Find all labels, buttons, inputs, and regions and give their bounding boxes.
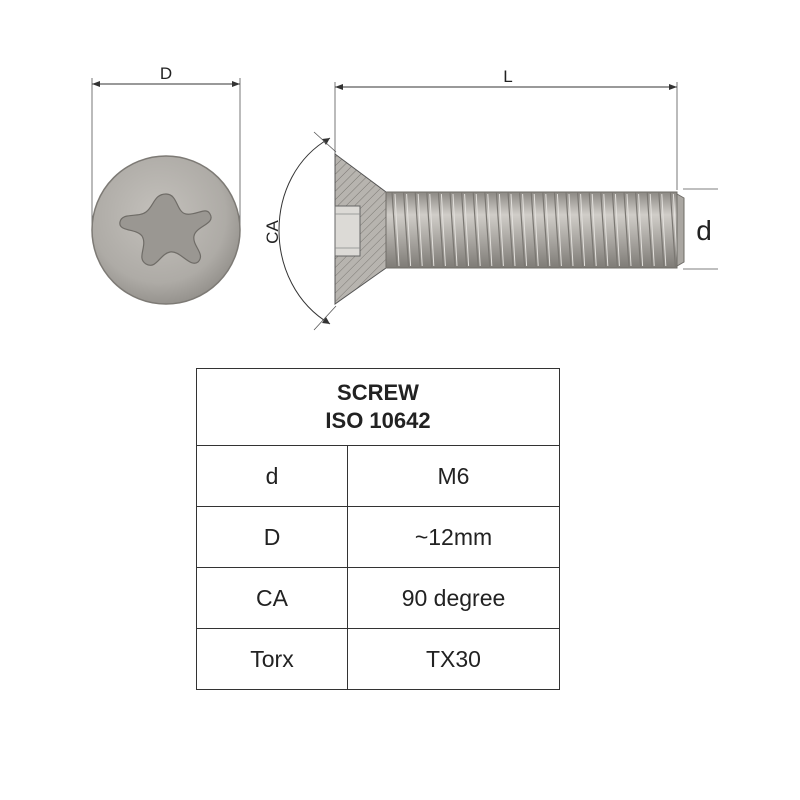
thread-highlight — [638, 193, 644, 267]
thread-highlight — [661, 193, 667, 267]
thread-crest — [449, 191, 456, 269]
thread-highlight — [394, 193, 400, 267]
table-row: Torx TX30 — [196, 628, 560, 690]
thread-highlight — [568, 193, 574, 267]
thread-crest — [565, 191, 572, 269]
screw-spec-table: SCREW ISO 10642 d M6 D ~12mm CA 90 degre… — [196, 368, 560, 690]
head-diameter-label: D — [160, 64, 172, 83]
thread-crest — [519, 191, 526, 269]
screw-technical-drawing: D L d CA — [91, 64, 718, 331]
row-value: TX30 — [347, 628, 560, 690]
thread-highlight — [440, 193, 446, 267]
thread-crest — [658, 191, 665, 269]
thread-highlight — [556, 193, 562, 267]
table-row: D ~12mm — [196, 506, 560, 568]
thread-crest — [472, 191, 479, 269]
thread-diameter-label: d — [696, 215, 712, 246]
thread-crest — [600, 191, 607, 269]
thread-crest — [426, 191, 433, 269]
thread-highlight — [614, 193, 620, 267]
thread-crest — [669, 191, 676, 269]
thread-crest — [437, 191, 444, 269]
thread-highlight — [417, 193, 423, 267]
thread-highlight — [626, 193, 632, 267]
row-value: M6 — [347, 445, 560, 507]
thread-crest — [635, 191, 642, 269]
thread-crest — [646, 191, 653, 269]
thread-crest — [611, 191, 618, 269]
table-title-row: SCREW ISO 10642 — [196, 368, 560, 446]
row-label: CA — [196, 567, 348, 629]
row-label: D — [196, 506, 348, 568]
drive-recess — [334, 205, 361, 257]
thread-lines — [391, 191, 678, 269]
thread-highlight — [475, 193, 481, 267]
thread-highlight — [591, 193, 597, 267]
thread-highlight — [487, 193, 493, 267]
screw-side-view: L d CA — [263, 67, 718, 331]
thread-highlight — [580, 193, 586, 267]
thread-highlight — [533, 193, 539, 267]
row-value: ~12mm — [347, 506, 560, 568]
thread-crest — [495, 191, 502, 269]
thread-crest — [530, 191, 537, 269]
table-title-line2: ISO 10642 — [325, 408, 431, 433]
thread-crest — [403, 191, 410, 269]
thread-crest — [484, 191, 491, 269]
thread-highlight — [649, 193, 655, 267]
table-title-line1: SCREW — [337, 380, 419, 405]
thread-crest — [577, 191, 584, 269]
thread-highlight — [603, 193, 609, 267]
table-title: SCREW ISO 10642 — [196, 368, 560, 446]
length-label: L — [503, 67, 512, 86]
thread-crest — [542, 191, 549, 269]
thread-highlight — [429, 193, 435, 267]
thread-highlight — [464, 193, 470, 267]
thread-crest — [623, 191, 630, 269]
thread-highlight — [545, 193, 551, 267]
thread-highlight — [522, 193, 528, 267]
thread-highlight — [510, 193, 516, 267]
thread-highlight — [452, 193, 458, 267]
row-label: Torx — [196, 628, 348, 690]
countersink-angle-label: CA — [263, 220, 282, 244]
head-front-view: D — [91, 64, 241, 305]
table-row: CA 90 degree — [196, 567, 560, 629]
thread-crest — [588, 191, 595, 269]
table-row: d M6 — [196, 445, 560, 507]
torx-drive-icon — [119, 193, 212, 266]
thread-crest — [391, 191, 398, 269]
thread-highlight — [406, 193, 412, 267]
thread-crest — [553, 191, 560, 269]
row-value: 90 degree — [347, 567, 560, 629]
thread-crest — [461, 191, 468, 269]
thread-highlight — [498, 193, 504, 267]
thread-crest — [414, 191, 421, 269]
thread-crest — [507, 191, 514, 269]
countersink-angle-arc — [278, 137, 331, 325]
row-label: d — [196, 445, 348, 507]
